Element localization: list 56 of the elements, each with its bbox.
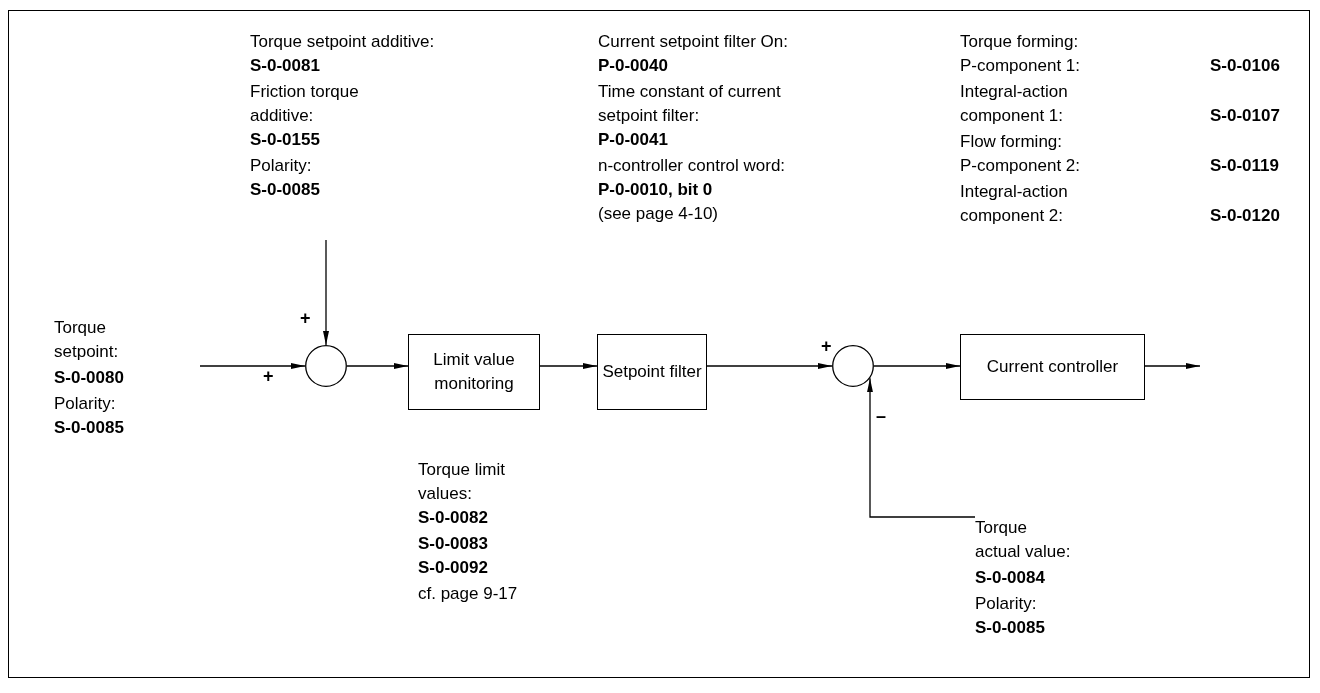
block-box bbox=[960, 334, 1145, 400]
parameter-label: Flow forming: bbox=[960, 131, 1063, 153]
parameter-label: S-0-0119 bbox=[1210, 155, 1279, 177]
block-box bbox=[597, 334, 707, 410]
signal-arrow bbox=[873, 363, 961, 369]
parameter-label: Time constant of current setpoint filter: bbox=[598, 81, 782, 127]
parameter-label: S-0-0085 bbox=[250, 179, 320, 201]
parameter-label: Torque limit values: bbox=[418, 459, 506, 505]
signal-arrow bbox=[1144, 363, 1201, 369]
signal-arrow bbox=[706, 363, 833, 369]
parameter-label: Torque forming: bbox=[960, 31, 1079, 53]
parameter-label: P-component 1: bbox=[960, 55, 1080, 77]
parameter-label: Polarity: bbox=[975, 593, 1037, 615]
parameter-label: Polarity: bbox=[250, 155, 312, 177]
parameter-label: S-0-0107 bbox=[1210, 105, 1280, 127]
sign-label: + bbox=[300, 308, 311, 328]
parameter-label: Friction torque additive: bbox=[250, 81, 360, 127]
signal-label: Torque actual value: bbox=[975, 518, 1071, 561]
parameter-label: P-component 2: bbox=[960, 155, 1080, 177]
block-box bbox=[408, 334, 540, 410]
parameter-label: P-0-0041 bbox=[598, 129, 668, 151]
parameter-label: Integral-action component 1: bbox=[960, 81, 1069, 127]
parameter-label: S-0-0083 bbox=[418, 533, 488, 555]
signal-arrow bbox=[539, 363, 598, 369]
parameter-label: S-0-0084 bbox=[975, 567, 1045, 589]
parameter-label: S-0-0085 bbox=[54, 417, 124, 439]
parameter-label: Torque setpoint: bbox=[54, 317, 120, 363]
summing-junction bbox=[832, 345, 874, 387]
parameter-label: S-0-0085 bbox=[975, 617, 1045, 639]
block-label: Limit value monitoring bbox=[432, 349, 516, 395]
signal-arrow bbox=[199, 363, 306, 369]
parameter-label: S-0-0106 bbox=[1210, 55, 1280, 77]
signal-arrow bbox=[323, 239, 329, 346]
parameter-label: S-0-0092 bbox=[418, 557, 488, 579]
sign-label: + bbox=[821, 336, 832, 356]
parameter-label: P-0-0010, bit 0 bbox=[598, 179, 713, 201]
parameter-label: Current setpoint filter On: bbox=[598, 31, 789, 53]
parameter-label: S-0-0082 bbox=[418, 507, 488, 529]
parameter-label: S-0-0080 bbox=[54, 367, 124, 389]
signal-arrow bbox=[867, 377, 976, 518]
parameter-label: Torque setpoint additive: bbox=[250, 31, 436, 53]
parameter-label: P-0-0040 bbox=[598, 55, 668, 77]
parameter-label: S-0-0081 bbox=[250, 55, 320, 77]
block-label: Setpoint filter bbox=[602, 361, 702, 383]
parameter-label: Polarity: bbox=[54, 393, 116, 415]
parameter-label: S-0-0120 bbox=[1210, 205, 1280, 227]
parameter-label: (see page 4-10) bbox=[598, 203, 719, 225]
parameter-label: n-controller control word: bbox=[598, 155, 786, 177]
parameter-label: Integral-action component 2: bbox=[960, 181, 1069, 227]
block-label: Current controller bbox=[986, 356, 1119, 378]
summing-junction bbox=[305, 345, 347, 387]
parameter-label: cf. page 9-17 bbox=[418, 583, 518, 605]
sign-label: + bbox=[263, 366, 274, 386]
sign-label: – bbox=[876, 406, 886, 426]
signal-arrow bbox=[346, 363, 409, 369]
parameter-label: S-0-0155 bbox=[250, 129, 320, 151]
